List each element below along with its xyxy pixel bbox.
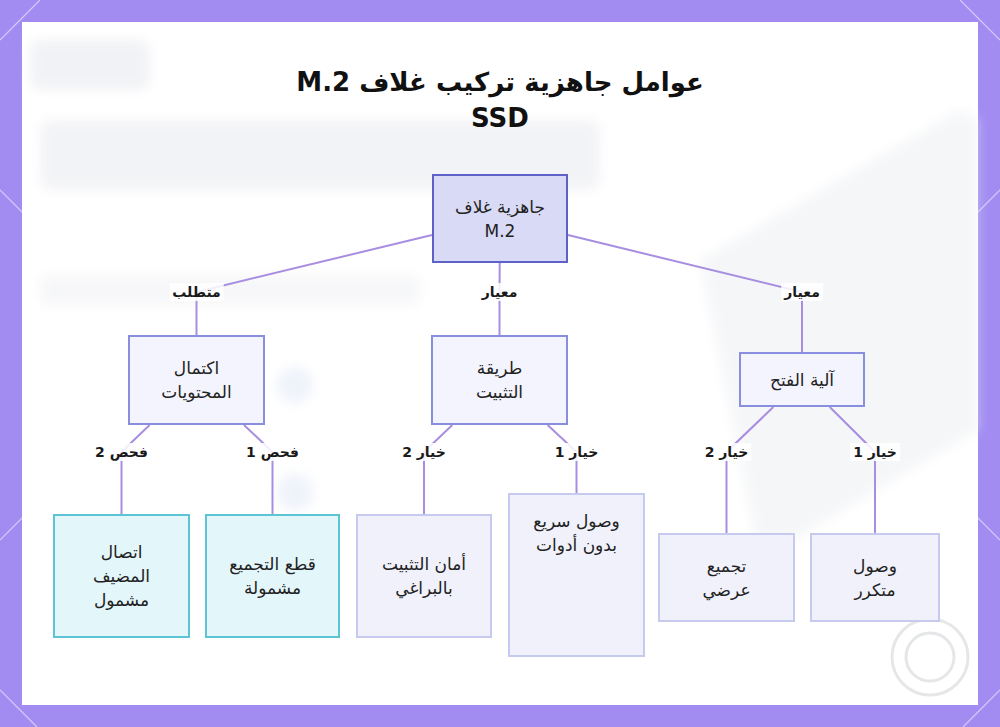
node-text-group: قطع التجميع مشمولة — [223, 552, 322, 600]
node-label: اتصال المضيف مشمول — [71, 540, 172, 612]
connector-line — [197, 235, 433, 335]
blur-dot — [277, 367, 313, 403]
diagram-title: عوامل جاهزية تركيب غلاف M.2 SSD — [285, 64, 715, 136]
logo-ring — [906, 633, 954, 681]
logo-ring — [892, 619, 968, 695]
node-label: أمان التثبيت بالبراغي — [374, 552, 474, 600]
connector-line — [727, 407, 774, 533]
edge-label: خيار 2 — [702, 443, 752, 461]
criterion-box: اكتمال المحتويات — [128, 335, 265, 425]
node-label: وصول سريع بدون أدوات — [522, 509, 631, 557]
connector-line — [830, 407, 875, 533]
edge-label: فحص 2 — [92, 443, 151, 461]
edge-label: فحص 1 — [243, 443, 302, 461]
option-box: تجميع عرضي — [658, 533, 795, 622]
edge-label: خيار 1 — [850, 443, 900, 461]
criterion-box: آلية الفتح — [739, 352, 865, 407]
node-label: جاهزية غلاف M.2 — [452, 195, 548, 243]
node-text-group: تجميع عرضي — [682, 554, 771, 602]
canvas-panel — [22, 22, 978, 705]
blur-block — [30, 40, 150, 90]
logo-mark — [892, 619, 968, 695]
node-label: آلية الفتح — [770, 368, 834, 392]
node-label: وصول متكرر — [834, 554, 916, 602]
node-text-group: آلية الفتح — [770, 368, 834, 392]
title-text: عوامل جاهزية تركيب غلاف M.2 SSD — [296, 67, 703, 133]
edge-label: معيار — [479, 283, 521, 301]
edge-label: معيار — [781, 283, 823, 301]
blur-dot — [277, 474, 313, 510]
node-text-group: اكتمال المحتويات — [144, 356, 249, 404]
node-label: قطع التجميع مشمولة — [223, 552, 322, 600]
node-text-group: اتصال المضيف مشمول — [71, 540, 172, 612]
node-text-group: أمان التثبيت بالبراغي — [374, 552, 474, 600]
criterion-box: طريقة التثبيت — [431, 335, 568, 425]
connector-line — [568, 235, 802, 352]
option-box: وصول متكرر — [810, 533, 940, 622]
blurred-background — [30, 40, 978, 560]
edge-label: خيار 2 — [399, 443, 449, 461]
check-box: اتصال المضيف مشمول — [53, 514, 190, 638]
check-box: قطع التجميع مشمولة — [205, 514, 340, 638]
edge-label: متطلب — [169, 283, 224, 301]
blur-device — [700, 110, 978, 560]
root-box: جاهزية غلاف M.2 — [432, 174, 568, 263]
option-box: وصول سريع بدون أدوات — [508, 493, 645, 657]
connector-line — [122, 425, 150, 514]
connector-line — [424, 425, 452, 514]
node-text-group: وصول متكرر — [834, 554, 916, 602]
node-label: اكتمال المحتويات — [144, 356, 249, 404]
node-label: طريقة التثبيت — [451, 356, 548, 404]
option-box: أمان التثبيت بالبراغي — [356, 514, 492, 638]
node-text-group: جاهزية غلاف M.2 — [452, 195, 548, 243]
edge-label: خيار 1 — [552, 443, 602, 461]
blur-block — [40, 275, 420, 305]
connector-line — [244, 425, 273, 514]
node-text-group: وصول سريع بدون أدوات — [522, 509, 631, 557]
node-label: تجميع عرضي — [682, 554, 771, 602]
node-text-group: طريقة التثبيت — [451, 356, 548, 404]
